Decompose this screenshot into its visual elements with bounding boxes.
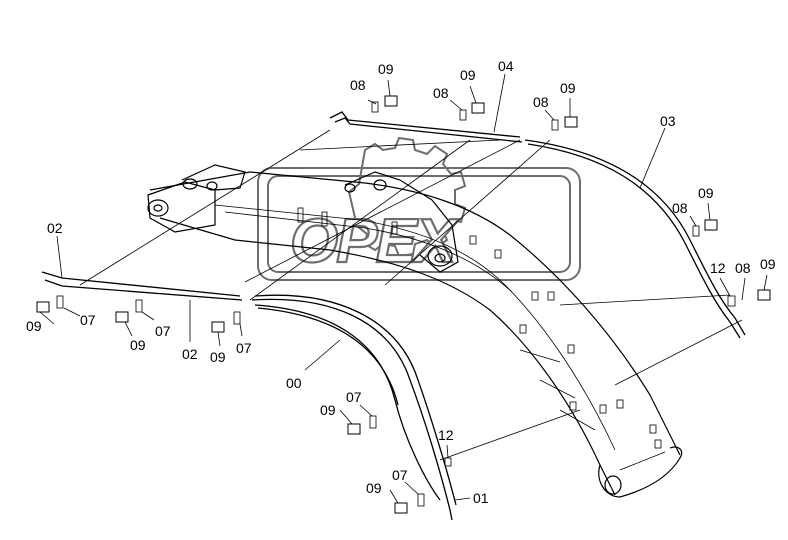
callout-label: 08 — [533, 94, 549, 110]
callout-labels: 08 09 09 08 04 08 09 03 09 08 12 08 09 0… — [26, 58, 776, 506]
callout-label: 02 — [47, 220, 63, 236]
pipe-03 — [524, 139, 746, 336]
bolt-icon — [757, 289, 771, 301]
leader-lines — [39, 73, 768, 504]
bolt-icon — [115, 311, 129, 323]
pipe-01 — [254, 304, 441, 501]
callout-label: 03 — [660, 113, 676, 129]
callout-label: 07 — [392, 467, 408, 483]
callout-label: 02 — [182, 346, 198, 362]
callout-label: 08 — [350, 77, 366, 93]
callout-label: 09 — [130, 337, 146, 353]
callout-label: 07 — [346, 389, 362, 405]
bolt-icon — [347, 423, 361, 435]
boom-arm — [147, 164, 683, 498]
callout-label: 09 — [560, 80, 576, 96]
pipe-00 — [251, 298, 453, 521]
callout-label: 09 — [460, 67, 476, 83]
callout-label: 07 — [236, 340, 252, 356]
callout-label: 12 — [710, 260, 726, 276]
guide-lines — [79, 129, 743, 461]
callout-label: 09 — [366, 480, 382, 496]
bolt-icon — [564, 116, 578, 128]
callout-label: 04 — [498, 58, 514, 74]
callout-label: 12 — [438, 427, 454, 443]
callout-label: 09 — [210, 349, 226, 365]
callout-label: 09 — [760, 256, 776, 272]
callout-label: 01 — [473, 490, 489, 506]
callout-label: 07 — [155, 323, 171, 339]
bolt-icon — [704, 219, 718, 231]
callout-label: 08 — [433, 85, 449, 101]
bolt-icon — [394, 502, 408, 514]
callout-label: 09 — [378, 61, 394, 77]
pipe-04 — [329, 111, 521, 138]
callout-label: 09 — [698, 185, 714, 201]
bolt-icon — [211, 321, 225, 333]
fasteners — [36, 95, 771, 514]
callout-label: 08 — [672, 200, 688, 216]
callout-label: 08 — [735, 260, 751, 276]
callout-label: 09 — [26, 318, 42, 334]
bolt-icon — [384, 95, 398, 107]
callout-label: 07 — [80, 312, 96, 328]
bolt-icon — [471, 102, 485, 114]
bolt-icon — [36, 301, 50, 313]
callout-label: 00 — [286, 375, 302, 391]
callout-label: 09 — [320, 402, 336, 418]
